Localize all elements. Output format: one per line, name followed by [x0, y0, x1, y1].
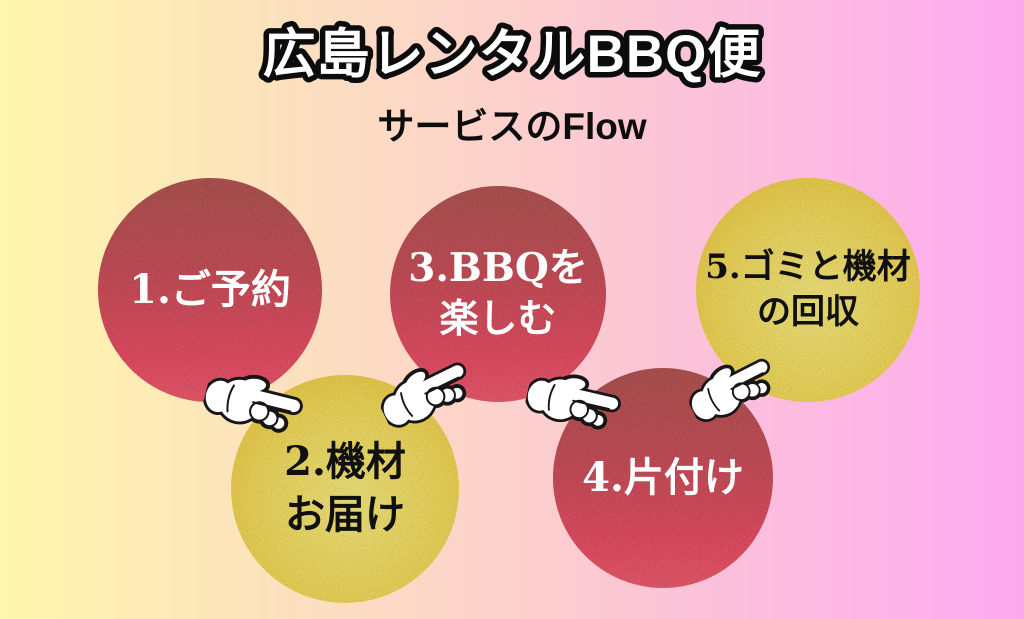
flow-step-2-label: 2.機材 お届け [284, 436, 406, 542]
grain-texture [98, 178, 322, 402]
flow-step-3-line2: 楽しむ [439, 296, 557, 342]
flow-step-1-line1: 1.ご予約 [129, 265, 291, 313]
page-title: 広島レンタルBBQ便 [257, 20, 766, 90]
flow-step-5-label: 5.ゴミと機材 の回収 [705, 245, 911, 335]
flow-step-4-line1: 4.片付け [582, 453, 744, 501]
flow-step-5-line2: の回収 [757, 292, 859, 332]
flow-step-5-line1: 5.ゴミと機材 [705, 247, 911, 288]
grain-texture [696, 178, 920, 402]
grain-texture [390, 186, 606, 402]
flow-step-4-label: 4.片付け [582, 452, 744, 505]
flow-step-1-circle: 1.ご予約 [98, 178, 322, 402]
flow-step-2-line1: 2.機材 [284, 438, 406, 486]
flow-step-5-circle: 5.ゴミと機材 の回収 [696, 178, 920, 402]
page-title-text: 広島レンタルBBQ便 [263, 25, 762, 84]
flow-step-3-line1: 3.BBQを [408, 244, 588, 291]
flow-step-2-line2: お届け [284, 491, 405, 538]
flow-step-1-label: 1.ご予約 [129, 264, 291, 317]
page-subtitle: サービスのFlow [377, 106, 647, 147]
flow-step-3-label: 3.BBQを 楽しむ [408, 243, 588, 346]
flow-step-3-circle: 3.BBQを 楽しむ [390, 186, 606, 402]
